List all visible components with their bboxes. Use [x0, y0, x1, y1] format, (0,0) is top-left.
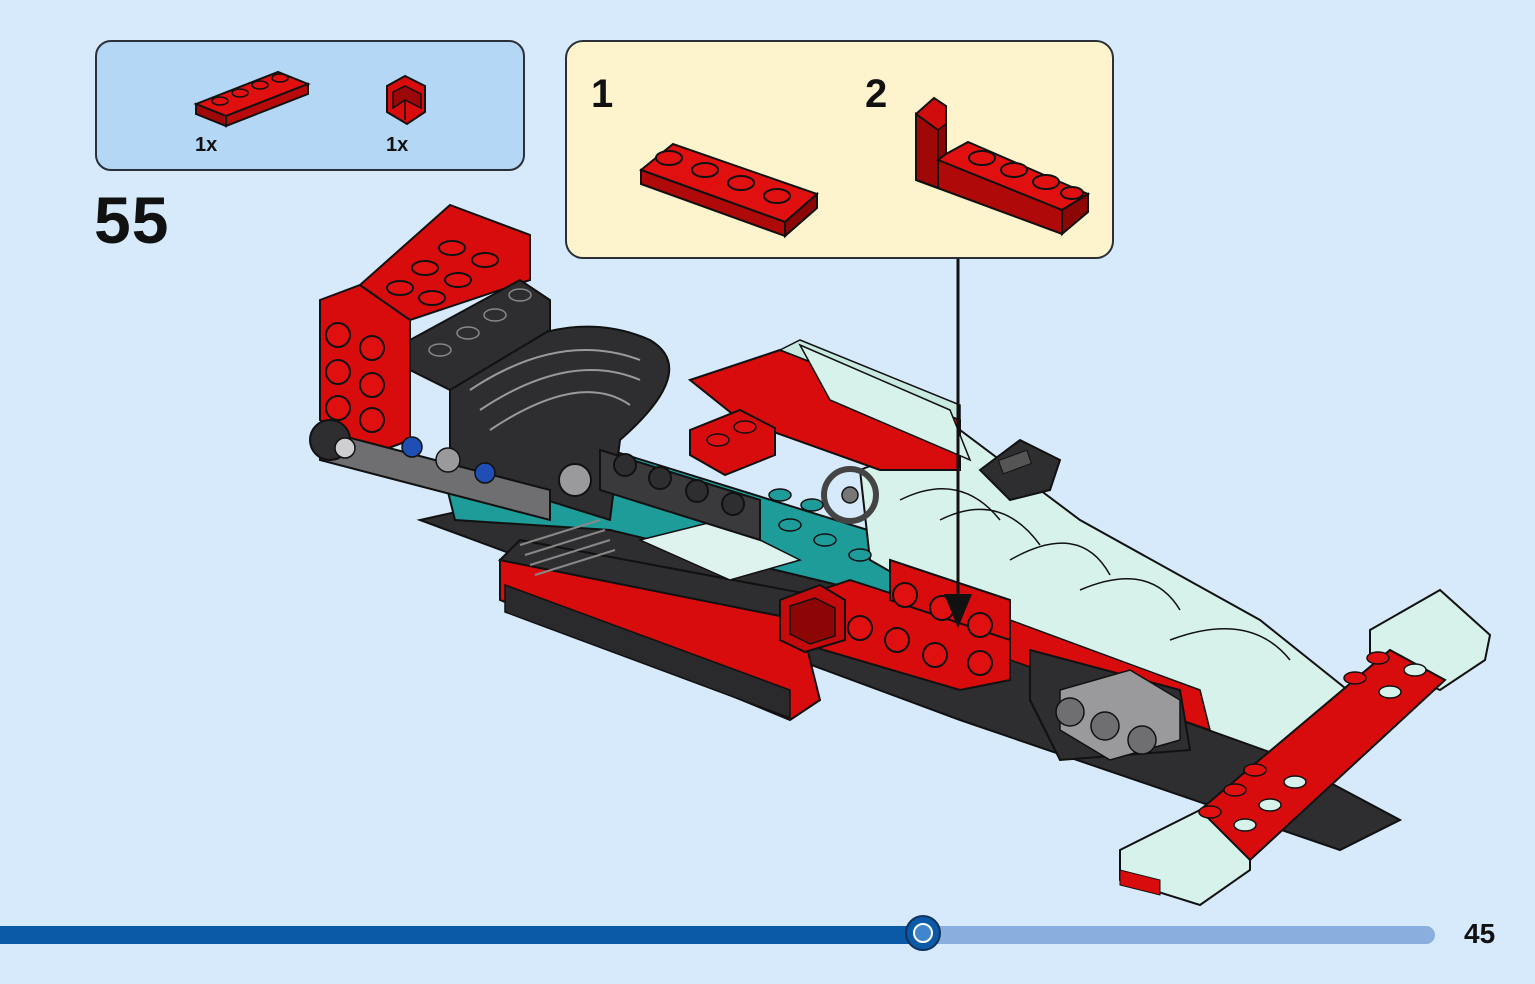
step-number: 55 [94, 183, 170, 257]
progress-knob-icon [904, 915, 941, 951]
sub-assembly-callout: 1 2 [565, 40, 1114, 259]
sub-step-number: 1 [591, 72, 614, 116]
progress-bar [0, 915, 1435, 951]
red-corner-brick-icon [386, 74, 426, 126]
page-number: 45 [1464, 918, 1496, 949]
red-plate-1x4-icon [638, 142, 819, 239]
sub-step-number: 2 [865, 72, 888, 116]
parts-list-callout: 1x 1x [95, 40, 525, 171]
red-assembled-plate-corner-icon [915, 96, 1091, 237]
progress-bar-fill [0, 926, 923, 944]
part-quantity: 1x [195, 134, 218, 156]
part-quantity: 1x [386, 134, 409, 156]
red-plate-1x4-icon [193, 70, 311, 128]
